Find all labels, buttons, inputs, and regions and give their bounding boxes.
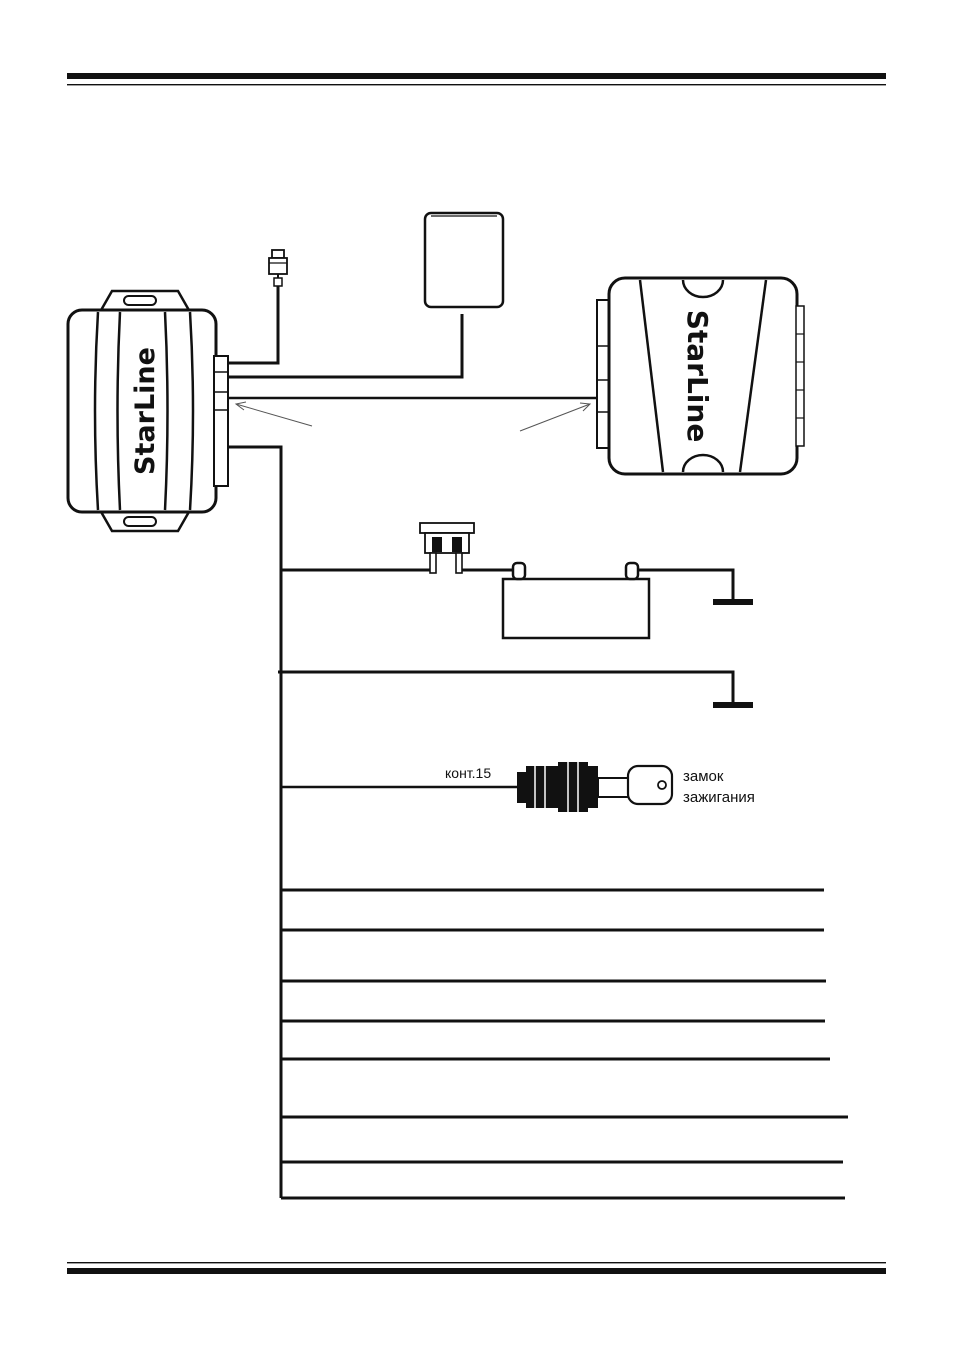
terminal-15-label: конт.15: [445, 765, 491, 781]
ignition-key-icon: [517, 762, 672, 812]
transceiver-brand: StarLine: [681, 310, 714, 443]
page-header-rule: [67, 73, 886, 85]
led-indicator-icon: [269, 250, 287, 286]
transceiver-module: StarLine: [597, 278, 804, 474]
ground-icon: [713, 702, 753, 708]
page-footer-rule: [67, 1262, 886, 1274]
fuse-icon: [420, 523, 474, 573]
service-button-icon: [425, 213, 503, 307]
connector-arrows: [236, 402, 590, 431]
main-control-unit: StarLine: [68, 291, 228, 531]
ignition-lock-label-line2: зажигания: [683, 789, 755, 806]
main-unit-brand: StarLine: [130, 347, 161, 475]
battery-icon: [503, 563, 649, 638]
ground-icon: [713, 599, 753, 605]
ignition-lock-label-line1: замок: [683, 768, 724, 785]
